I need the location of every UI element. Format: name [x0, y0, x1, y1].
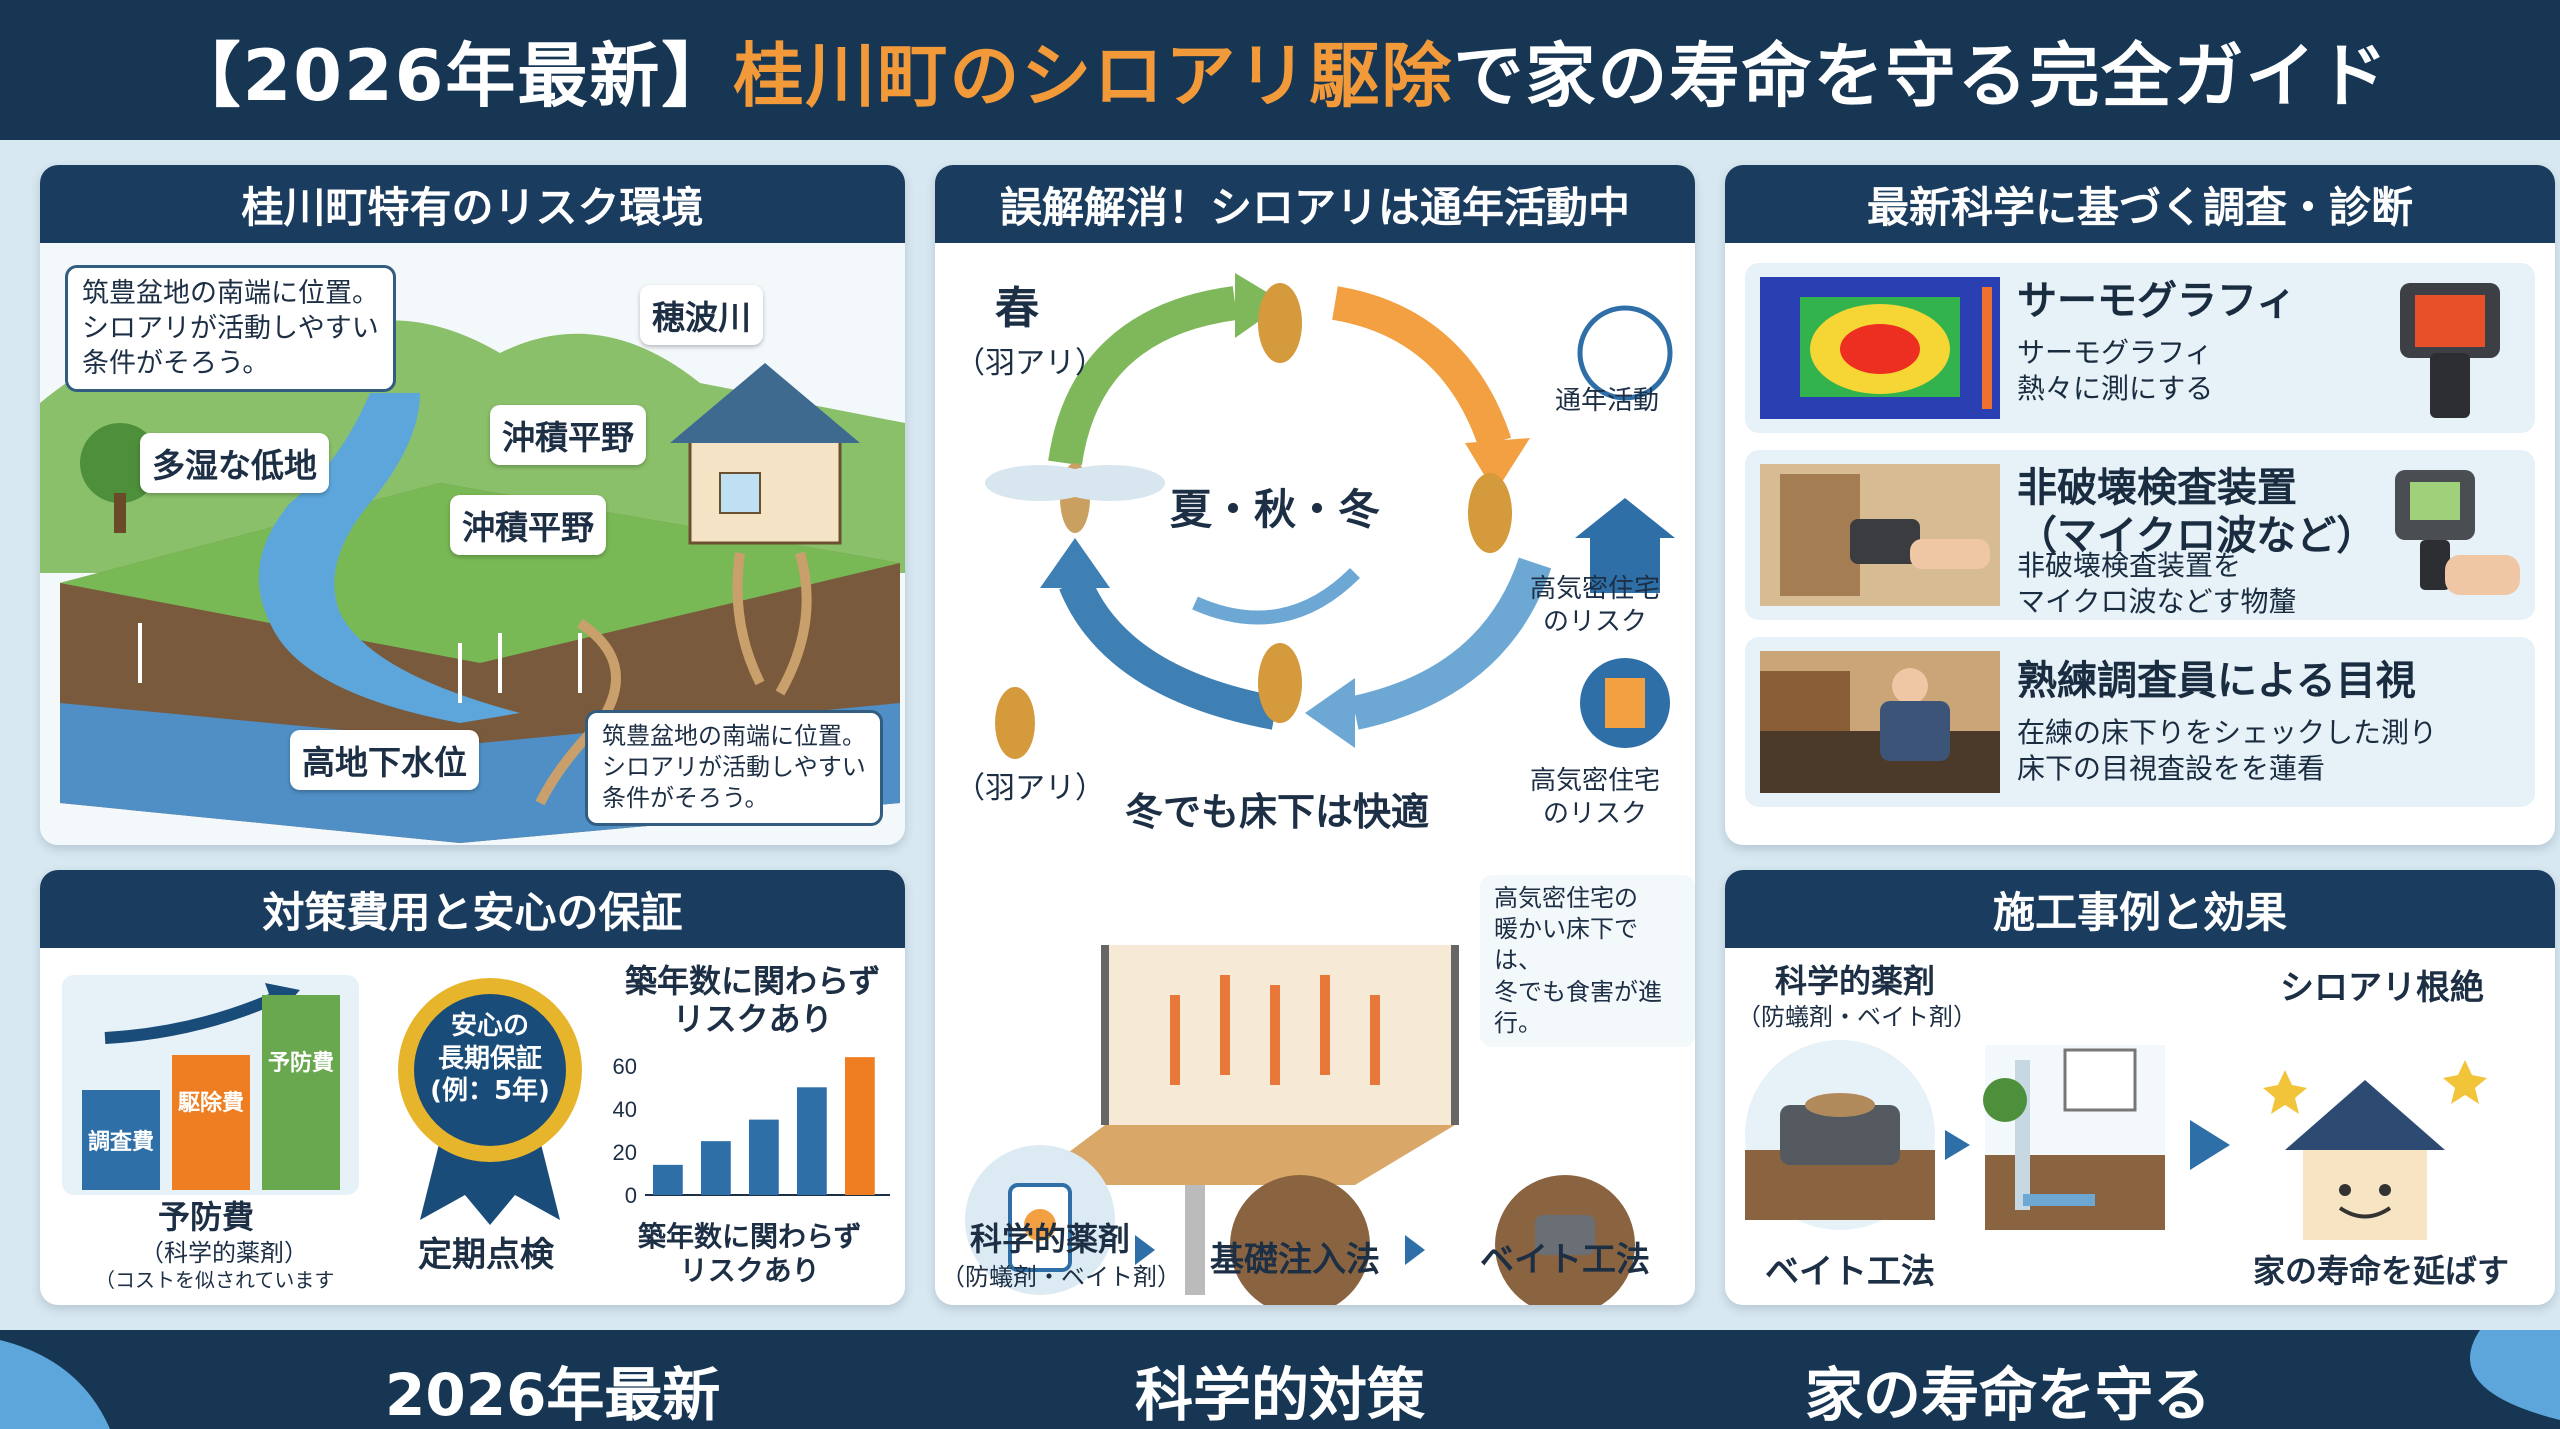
case-label-result: シロアリ根絶 [2280, 968, 2484, 1008]
risk-bubble-bottom: 筑豊盆地の南端に位置。 シロアリが活動しやすい 条件がそろう。 [585, 710, 883, 826]
label-center: 夏・秋・冬 [1170, 485, 1381, 534]
chart-bar [653, 1164, 683, 1195]
scanner-device-icon [2395, 470, 2520, 595]
footer-item-3: 家の寿命を守る [1805, 1361, 2212, 1429]
panel-title: 最新科学に基づく調査・診断 [1725, 165, 2555, 243]
survey-card-thermo: サーモグラフィ サーモグラフィ 熱々に測にする [1745, 263, 2535, 433]
case-label-bait: ベイト工法 [1765, 1252, 1935, 1292]
risk-panel: 桂川町特有のリスク環境 筑豊盆地の南端に位置。 シロアリが活動しやすい 条件がそ… [40, 165, 905, 845]
cost-sub: （科学的薬剤） [140, 1239, 308, 1267]
warranty-label: 定期点検 [418, 1235, 554, 1275]
title-accent: 桂川町のシロアリ駆除 [733, 34, 1454, 117]
chart-tick-label: 60 [613, 1054, 637, 1079]
method-bait: ベイト工法 [1480, 1240, 1650, 1280]
winter-bubble: 高気密住宅の 暖かい床下では、 冬でも食害が進行。 [1480, 875, 1695, 1047]
survey-panel: 最新科学に基づく調査・診断 サーモグラフィ サーモグラフィ 熱々に測にする 非破… [1725, 165, 2555, 845]
age-risk-chart: 0 20 40 60 [613, 1054, 890, 1208]
case-label-house: 家の寿命を延ばす [2253, 1252, 2510, 1290]
card-desc: 非破壊検査装置を マイクロ波などす物釐 [2017, 549, 2297, 619]
label-plain-2: 沖積平野 [450, 495, 606, 555]
method-chemical: 科学的薬剤 [970, 1220, 1131, 1258]
chart-tick-label: 0 [625, 1183, 637, 1208]
thermal-image [1760, 277, 2000, 419]
chart-bar [701, 1141, 731, 1195]
thermal-camera-icon [2400, 283, 2500, 418]
warranty-badge-text: 安心の 長期保証 (例：5年) [430, 1011, 550, 1106]
survey-card-microwave: 非破壊検査装置 （マイクロ波など） 非破壊検査装置を マイクロ波などす物釐 [1745, 450, 2535, 620]
label-lowland: 多湿な低地 [140, 433, 329, 493]
page-header: 【2026年最新】桂川町のシロアリ駆除で家の寿命を守る完全ガイド [0, 0, 2560, 140]
case-label-chemical: 科学的薬剤 [1775, 962, 1936, 1000]
panel-title: 桂川町特有のリスク環境 [40, 165, 905, 243]
cycle-panel: 誤解解消！シロアリは通年活動中 春 （羽アリ） 夏・秋・冬 （羽アリ） 通年活動… [935, 165, 1695, 1305]
method-chemical-sub: （防蟻剤・ベイト剤） [941, 1263, 1181, 1291]
chart-title: 築年数に関わらず リスクあり [625, 962, 881, 1039]
footer-item-2: 科学的対策 [1135, 1361, 1426, 1429]
cost-note: （コストを似されています [95, 1268, 335, 1292]
label-left-sub: （羽アリ） [955, 771, 1105, 806]
panel-title: 施工事例と効果 [1725, 870, 2555, 948]
panel-title: 誤解解消！シロアリは通年活動中 [935, 165, 1695, 243]
chart-tick-label: 40 [613, 1097, 637, 1122]
case-label-chemical-sub: （防蟻剤・ベイト剤） [1737, 1003, 1977, 1031]
cases-panel: 施工事例と効果 科学的薬剤 （防蟻剤・ベイト剤） シロアリ根絶 ベイト工法 家の… [1725, 870, 2555, 1305]
winter-title: 冬でも床下は快適 [1125, 790, 1430, 834]
label-river: 穂波川 [640, 285, 763, 345]
title-prefix: 【2026年最新】 [170, 34, 734, 117]
survey-card-visual: 熟練調査員による目視 在練の床下りをシェックした測り 床下の目視査設をを蓮看 [1745, 637, 2535, 807]
chart-tick-label: 20 [613, 1140, 637, 1165]
panel-title: 対策費用と安心の保証 [40, 870, 905, 948]
cost-label: 予防費 [158, 1198, 255, 1236]
chart-bar [749, 1119, 779, 1195]
chart-bar [845, 1057, 875, 1195]
card-desc: サーモグラフィ 熱々に測にする [2017, 336, 2214, 406]
icon-label-3: 高気密住宅 のリスク [1530, 766, 1661, 829]
river-decoration [0, 1330, 2560, 1429]
card-title: 熟練調査員による目視 [2017, 658, 2416, 704]
case-illustration [1745, 1040, 2487, 1240]
label-groundwater: 高地下水位 [290, 730, 479, 790]
warranty-badge-icon [398, 978, 582, 1225]
microwave-scan-image [1760, 464, 2000, 606]
label-spring: 春 [995, 283, 1039, 334]
floor-illustration [965, 945, 1635, 1305]
method-foundation: 基礎注入法 [1210, 1240, 1380, 1280]
cost-panel: 対策費用と安心の保証 調査費 駆除費 予防費 予防費 （科学的薬剤） （コストを… [40, 870, 905, 1305]
footer-banner: 2026年最新 科学的対策 家の寿命を守る [0, 1330, 2560, 1429]
footer-item-1: 2026年最新 [385, 1361, 721, 1429]
label-spring-sub: （羽アリ） [955, 346, 1105, 381]
card-title: サーモグラフィ [2017, 278, 2297, 324]
bar-survey: 調査費 [82, 1090, 160, 1190]
chart-bar [797, 1087, 827, 1195]
bar-prevention: 予防費 [262, 995, 340, 1190]
icon-label-1: 通年活動 [1555, 386, 1660, 416]
icon-label-2: 高気密住宅 のリスク [1530, 574, 1661, 637]
cycle-diagram [985, 273, 1675, 759]
bar-extermination: 駆除費 [172, 1055, 250, 1190]
chart-caption: 築年数に関わらず リスクあり [638, 1220, 862, 1287]
card-desc: 在練の床下りをシェックした測り 床下の目視査設をを蓮看 [2017, 716, 2438, 786]
inspector-image [1760, 651, 2000, 793]
label-plain-1: 沖積平野 [490, 405, 646, 465]
risk-bubble-top: 筑豊盆地の南端に位置。 シロアリが活動しやすい 条件がそろう。 [65, 265, 396, 393]
title-suffix: で家の寿命を守る完全ガイド [1453, 34, 2390, 117]
card-title: 非破壊検査装置 （マイクロ波など） [2017, 465, 2377, 559]
